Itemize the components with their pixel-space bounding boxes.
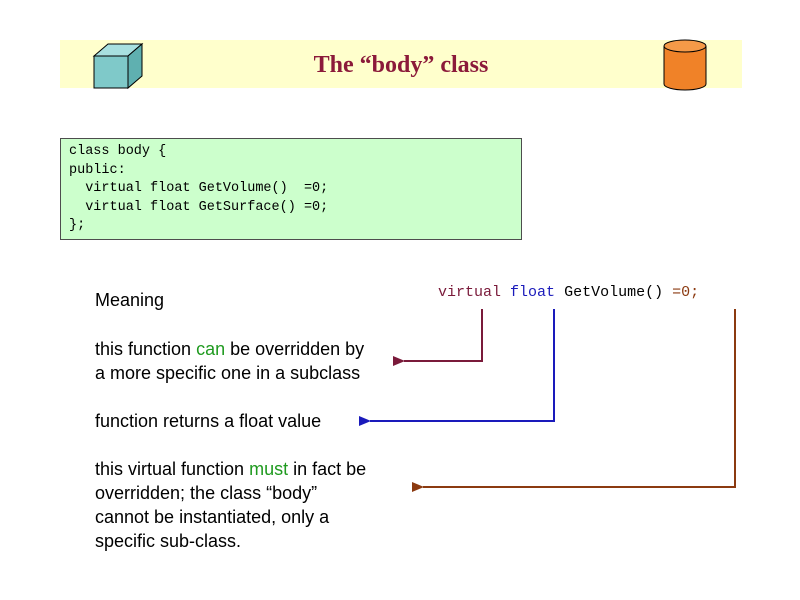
explanation-text: this function	[95, 339, 197, 359]
emphasis-can: can	[196, 339, 226, 359]
code-line: class body {	[69, 144, 167, 159]
code-block: class body { public: virtual float GetVo…	[60, 138, 522, 240]
declaration-line: virtual float GetVolume() =0;	[438, 284, 699, 301]
explanation-pure-virtual: this virtual function must in fact be ov…	[95, 457, 366, 553]
slide-title: The “body” class	[313, 52, 489, 78]
code-line: virtual float GetVolume() =0;	[69, 181, 329, 196]
code-line: };	[69, 218, 86, 233]
arrow-float	[359, 309, 555, 426]
meaning-heading: Meaning	[95, 290, 165, 310]
title-band: The “body” class	[60, 40, 742, 88]
keyword-float: float	[510, 284, 556, 301]
arrow-pure	[412, 309, 736, 492]
explanation-line: overridden; the class “body”	[95, 483, 318, 503]
explanation-line: specific sub-class.	[95, 531, 242, 551]
explanation-float: function returns a float value	[95, 409, 321, 433]
cube-icon	[92, 42, 144, 90]
explanation-line: cannot be instantiated, only a	[95, 507, 330, 527]
explanation-text: in fact be	[288, 459, 367, 479]
code-line: virtual float GetSurface() =0;	[69, 199, 329, 215]
code-line: public:	[69, 162, 126, 178]
explanation-text: this virtual function	[95, 459, 250, 479]
explanation-line: this function can be overridden by	[95, 337, 364, 361]
pure-specifier: =0;	[672, 284, 700, 301]
explanation-text: be overridden by	[225, 339, 365, 359]
function-name: GetVolume()	[564, 284, 664, 301]
explanation-line: a more specific one in a subclass	[95, 363, 361, 383]
emphasis-must: must	[249, 459, 289, 479]
explanation-virtual: this function can be overridden by a mor…	[95, 337, 364, 385]
explanation-line: this virtual function must in fact be	[95, 457, 366, 481]
keyword-virtual: virtual	[438, 284, 502, 301]
arrow-virtual	[393, 309, 483, 366]
explanation-line: function returns a float value	[95, 411, 322, 431]
cylinder-icon	[663, 39, 707, 91]
